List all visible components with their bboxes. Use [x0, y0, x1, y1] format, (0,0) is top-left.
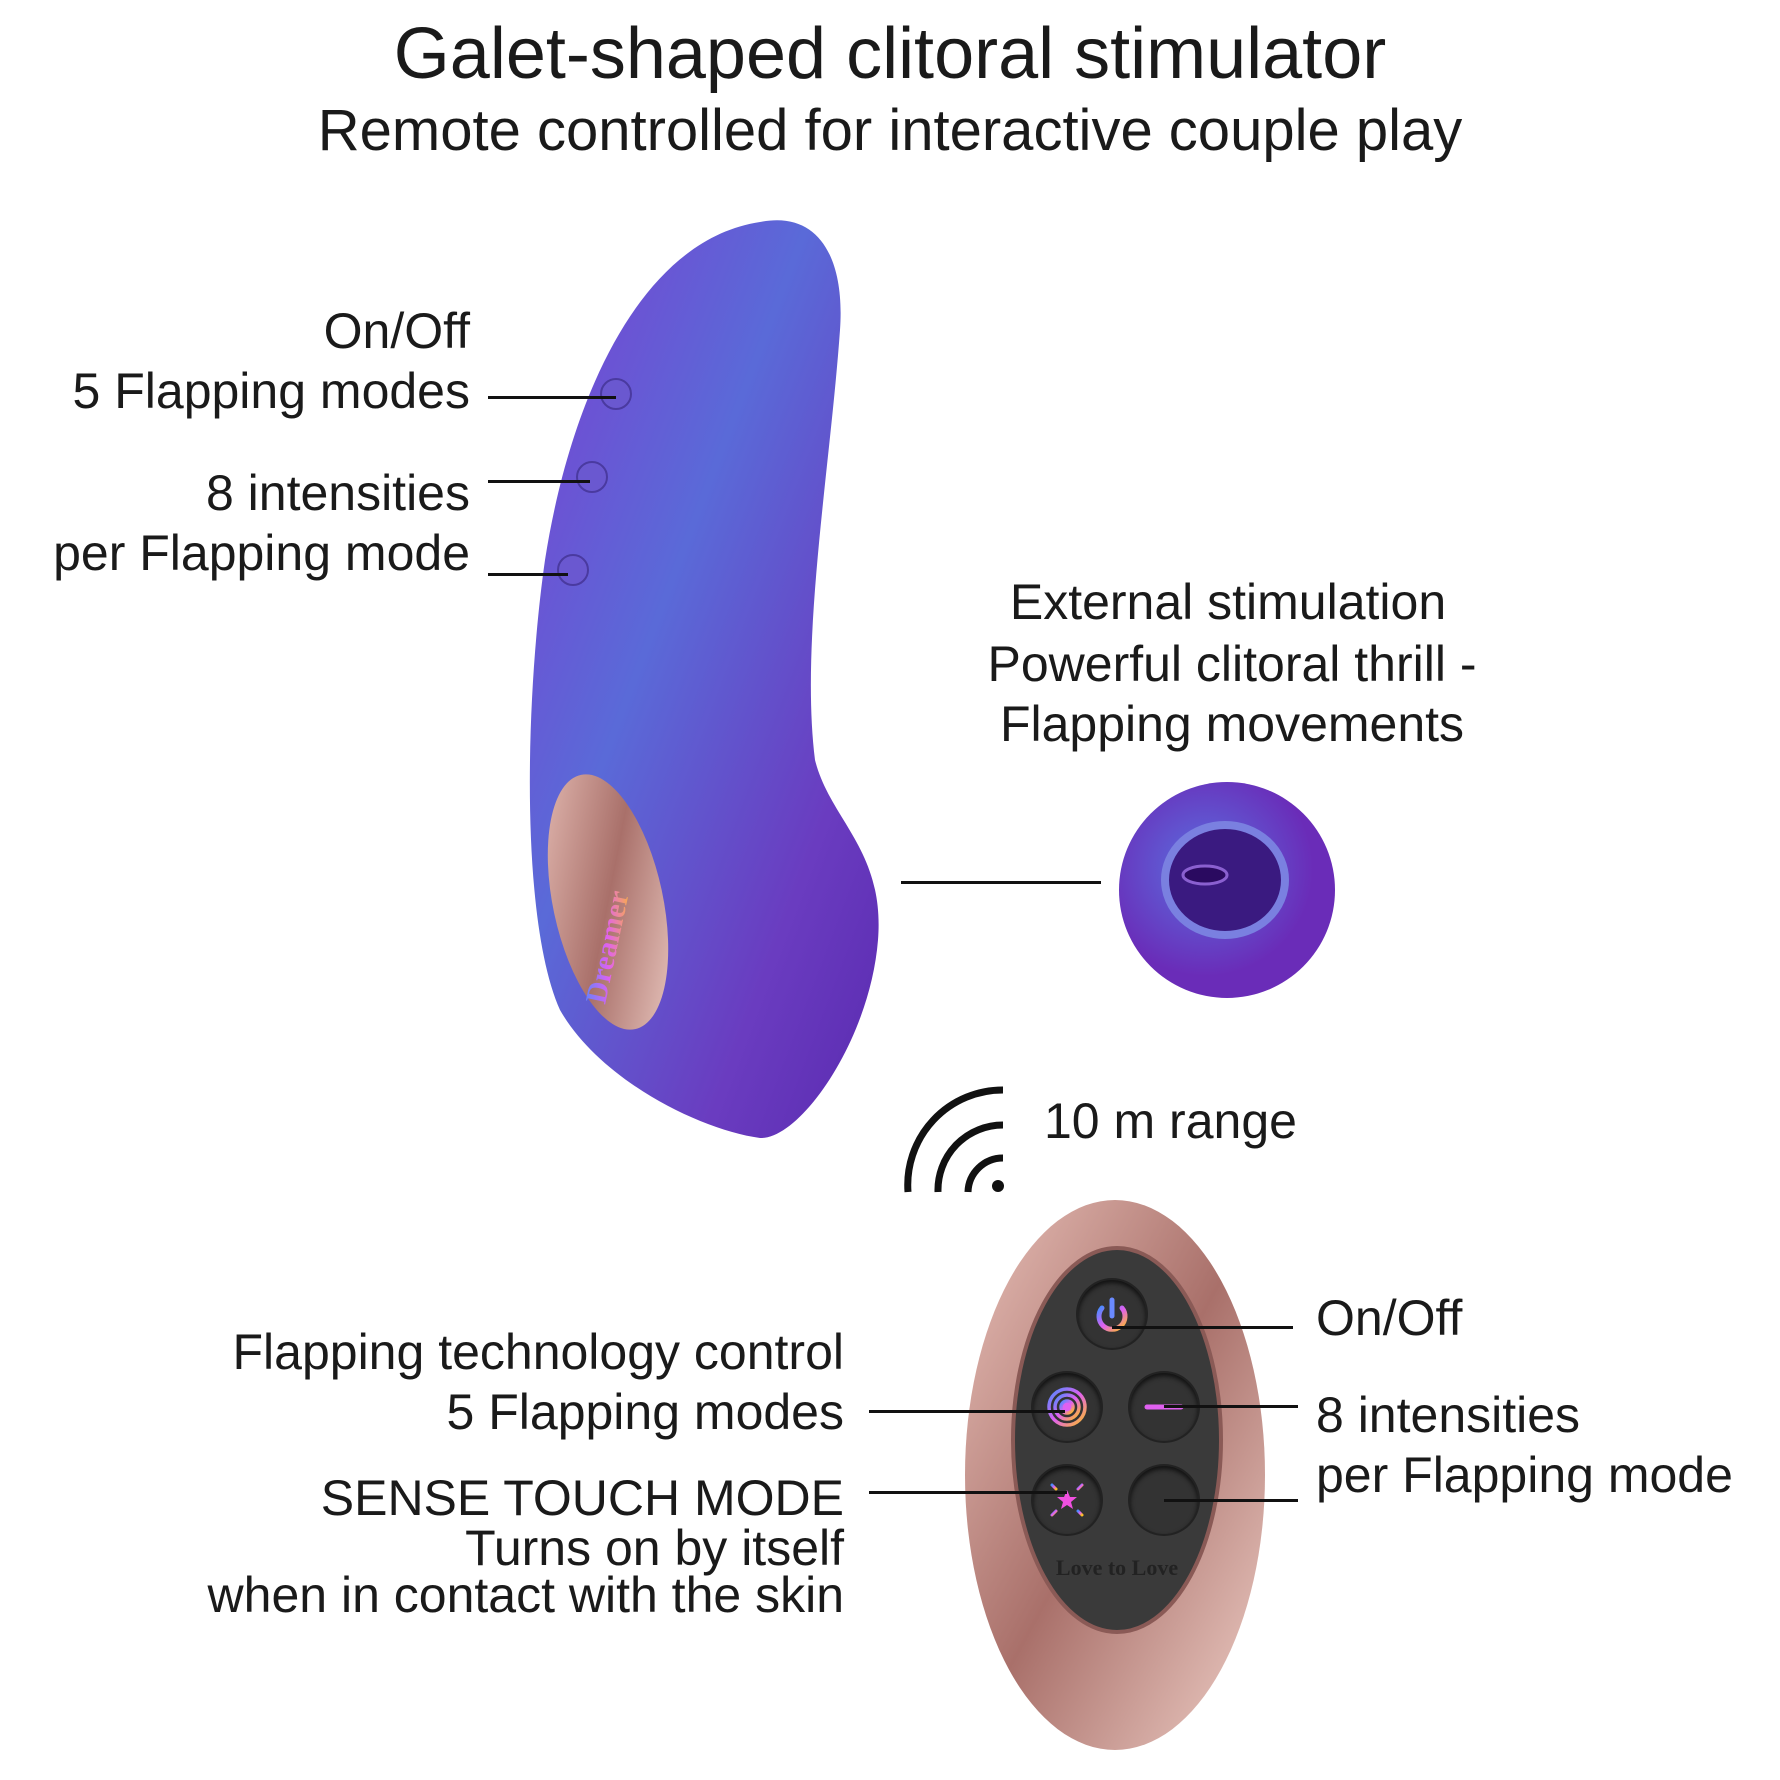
leader-line [488, 396, 616, 399]
range-label: 10 m range [1044, 1093, 1297, 1149]
leader-line [1164, 1405, 1298, 1408]
flapping-modes-icon [1047, 1387, 1087, 1427]
leader-line [869, 1410, 1065, 1413]
remote-label-modes: 5 Flapping modes [446, 1384, 844, 1440]
remote-power-button[interactable] [1078, 1280, 1146, 1348]
device-label-on-off: On/Off [323, 303, 470, 359]
page-title: Galet-shaped clitoral stimulator [393, 14, 1387, 94]
remote-label-sense: SENSE TOUCH MODE [320, 1470, 844, 1526]
leader-line [1164, 1499, 1298, 1502]
remote-control: Love to Love [965, 1200, 1265, 1750]
remote-label-per-mode: per Flapping mode [1316, 1447, 1733, 1503]
device-button-minus [557, 554, 589, 586]
remote-sense-touch-button[interactable] [1033, 1466, 1101, 1534]
leader-line [869, 1491, 1067, 1494]
device-button-power [600, 378, 632, 410]
device-button-plus [576, 461, 608, 493]
stimulator-device: Dreamer [529, 220, 879, 1139]
device-label-per-mode: per Flapping mode [53, 525, 470, 581]
leader-line [488, 573, 568, 576]
remote-label-turns-on: Turns on by itself [465, 1520, 844, 1576]
remote-label-intensities: 8 intensities [1316, 1387, 1581, 1443]
remote-brand-logo: Love to Love [1056, 1555, 1178, 1580]
remote-label-contact: when in contact with the skin [207, 1567, 844, 1623]
star-burst-icon [1043, 1476, 1091, 1524]
leader-line [488, 480, 590, 483]
stimulation-line-1: External stimulation [1009, 574, 1447, 630]
leader-line [901, 881, 1101, 884]
remote-label-tech: Flapping technology control [232, 1324, 845, 1380]
stimulation-head-closeup [1119, 782, 1335, 998]
stimulation-line-2: Powerful clitoral thrill - [987, 636, 1477, 692]
wireless-signal-icon [904, 1086, 1004, 1193]
stimulation-line-3: Flapping movements [999, 696, 1465, 752]
remote-modes-button[interactable] [1033, 1373, 1101, 1441]
power-icon [1096, 1297, 1128, 1332]
device-label-modes: 5 Flapping modes [72, 363, 470, 419]
page-subtitle: Remote controlled for interactive couple… [317, 98, 1463, 163]
device-label-intensities: 8 intensities [205, 465, 470, 521]
remote-label-on-off: On/Off [1316, 1290, 1463, 1346]
leader-line [1112, 1326, 1293, 1329]
